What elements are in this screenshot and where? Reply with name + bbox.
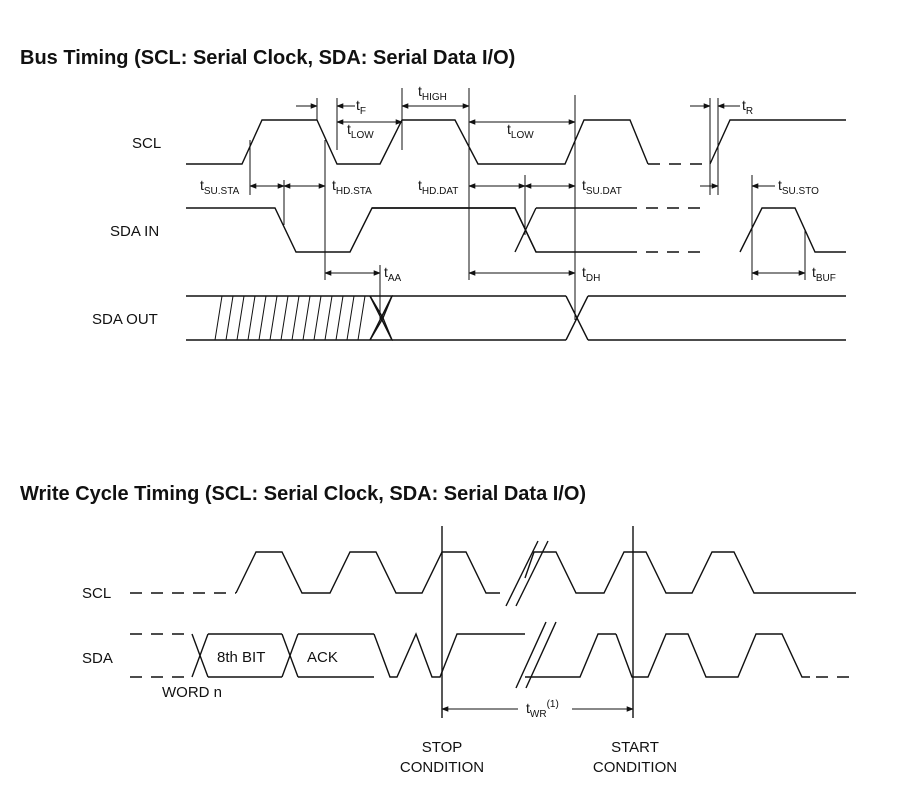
- stop-condition-line1: STOP: [422, 739, 463, 756]
- stop-condition-line2: CONDITION: [400, 759, 484, 776]
- scl-waveform: [186, 119, 846, 165]
- start-condition-line1: START: [611, 739, 659, 756]
- write-sda-label: SDA: [82, 650, 113, 667]
- t-dh-label: tDH: [582, 264, 600, 284]
- write-scl-label: SCL: [82, 585, 111, 602]
- t-low-label-2: tLOW: [507, 121, 534, 141]
- write-cycle-title: Write Cycle Timing (SCL: Serial Clock, S…: [20, 483, 586, 505]
- t-f-label: tF: [356, 97, 366, 117]
- eighth-bit-label: 8th BIT: [217, 649, 265, 666]
- t-hd-dat-label: tHD.DAT: [418, 177, 458, 197]
- sda-out-label: SDA OUT: [92, 311, 158, 328]
- sda-in-label: SDA IN: [110, 223, 159, 240]
- t-aa-label: tAA: [384, 264, 402, 284]
- word-n-label: WORD n: [162, 684, 222, 701]
- t-su-dat-label: tSU.DAT: [582, 177, 622, 197]
- bus-timing-title: Bus Timing (SCL: Serial Clock, SDA: Seri…: [20, 47, 515, 69]
- t-su-sto-label: tSU.STO: [778, 177, 819, 197]
- sda-out-waveform: [186, 295, 846, 341]
- t-low-label-1: tLOW: [347, 121, 374, 141]
- ack-label: ACK: [307, 649, 338, 666]
- sda-in-waveform: [186, 207, 846, 253]
- t-r-label: tR: [742, 97, 753, 117]
- t-hd-sta-label: tHD.STA: [332, 177, 372, 197]
- t-high-label: tHIGH: [418, 83, 447, 103]
- t-su-sta-label: tSU.STA: [200, 177, 240, 197]
- t-wr-label: tWR(1): [526, 699, 559, 720]
- write-sda-waveform: [130, 621, 858, 689]
- bus-dimension-arrows: [249, 103, 806, 276]
- scl-label: SCL: [132, 135, 161, 152]
- write-scl-waveform: [130, 540, 856, 607]
- bus-reference-lines: [249, 88, 806, 320]
- start-condition-line2: CONDITION: [593, 759, 677, 776]
- t-buf-label: tBUF: [812, 264, 836, 284]
- bus-parameter-labels: tF tHIGH tR tLOW tLOW tSU.STA tHD.STA tH…: [200, 83, 836, 284]
